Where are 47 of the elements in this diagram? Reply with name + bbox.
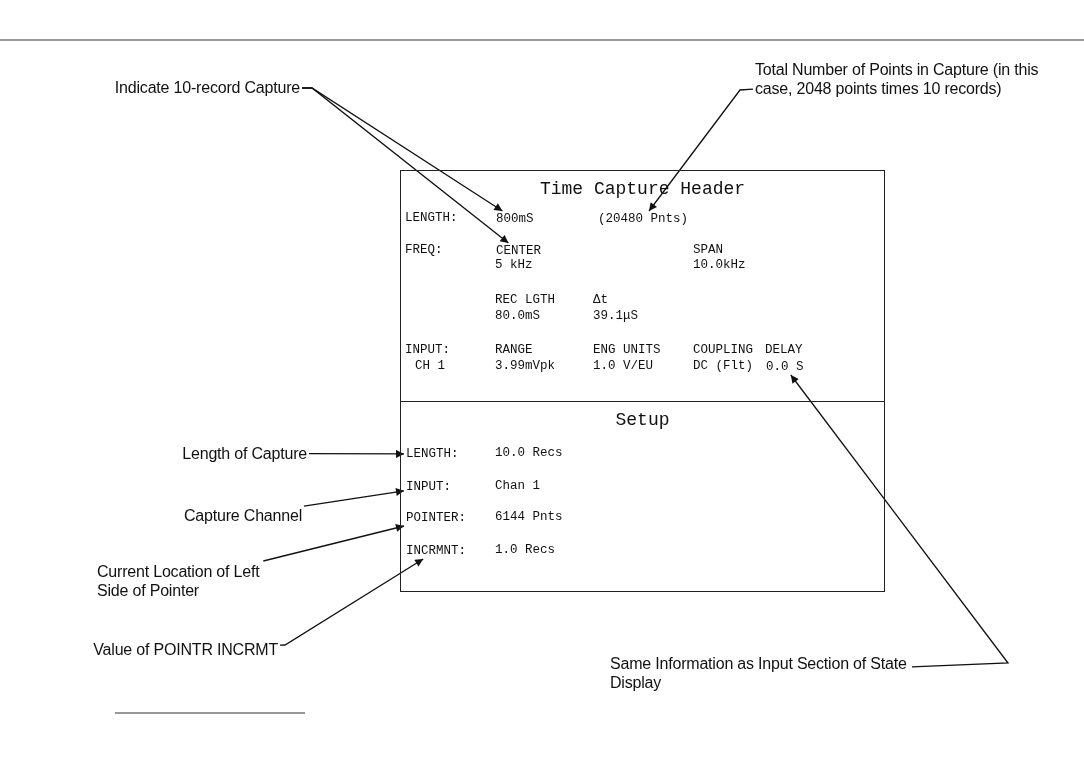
leader-line [303,488,405,507]
leader-line [790,374,1010,668]
screen-text: DC (Flt) [693,359,753,373]
callout-text: Indicate 10-record Capture [114,78,300,97]
screen-text: ENG UNITS [593,343,661,357]
screen-text: (20480 Pnts) [598,212,688,226]
callout-text: Capture Channel [184,506,302,525]
screen-text: RANGE [495,343,533,357]
screen-text: 5 kHz [495,258,533,272]
screen-text: 39.1μS [593,309,638,323]
screen-text: LENGTH: [406,447,459,461]
leader-line [279,558,424,646]
callout-text: Same Information as Input Section of State Display [610,654,910,692]
screen-text: Chan 1 [495,479,540,493]
leader-line [262,524,405,562]
callout-text: Current Location of Left Side of Pointer [97,562,269,600]
screen-text: 80.0mS [495,309,540,323]
screen-text: REC LGTH [495,293,555,307]
screen-text: 0.0 S [766,360,804,374]
screen-text: POINTER: [406,511,466,525]
screen-text: COUPLING [693,343,753,357]
screen-text: 3.99mVpk [495,359,555,373]
screen-text: DELAY [765,343,803,357]
panel-title: Setup [615,410,670,430]
screen-text: FREQ: [405,243,443,257]
screen-text: INPUT: [405,343,450,357]
screen-text: 10.0 Recs [495,446,563,460]
screen-text: 6144 Pnts [495,510,563,524]
leader-line [301,87,510,244]
leader-line [308,449,405,458]
screen-text: INPUT: [406,480,451,494]
screen-text: 1.0 V/EU [593,359,653,373]
screen-text: SPAN [693,243,723,257]
screen-text: 10.0kHz [693,258,746,272]
screen-text: Δt [593,293,608,307]
screen-text: CH 1 [415,359,445,373]
leader-line [648,88,754,212]
screen-text: 1.0 Recs [495,543,555,557]
callout-text: Length of Capture [182,444,307,463]
screen-panel [400,170,885,402]
screen-text: CENTER [496,244,541,258]
screen-text: INCRMNT: [406,544,466,558]
screen-panel [400,401,885,592]
callout-text: Total Number of Points in Capture (in this case, 2048 points times 10 records) [755,60,1040,98]
screen-text: 800mS [496,212,534,226]
screen-text: LENGTH: [405,211,458,225]
callout-text: Value of POINTR INCRMT [93,640,278,659]
